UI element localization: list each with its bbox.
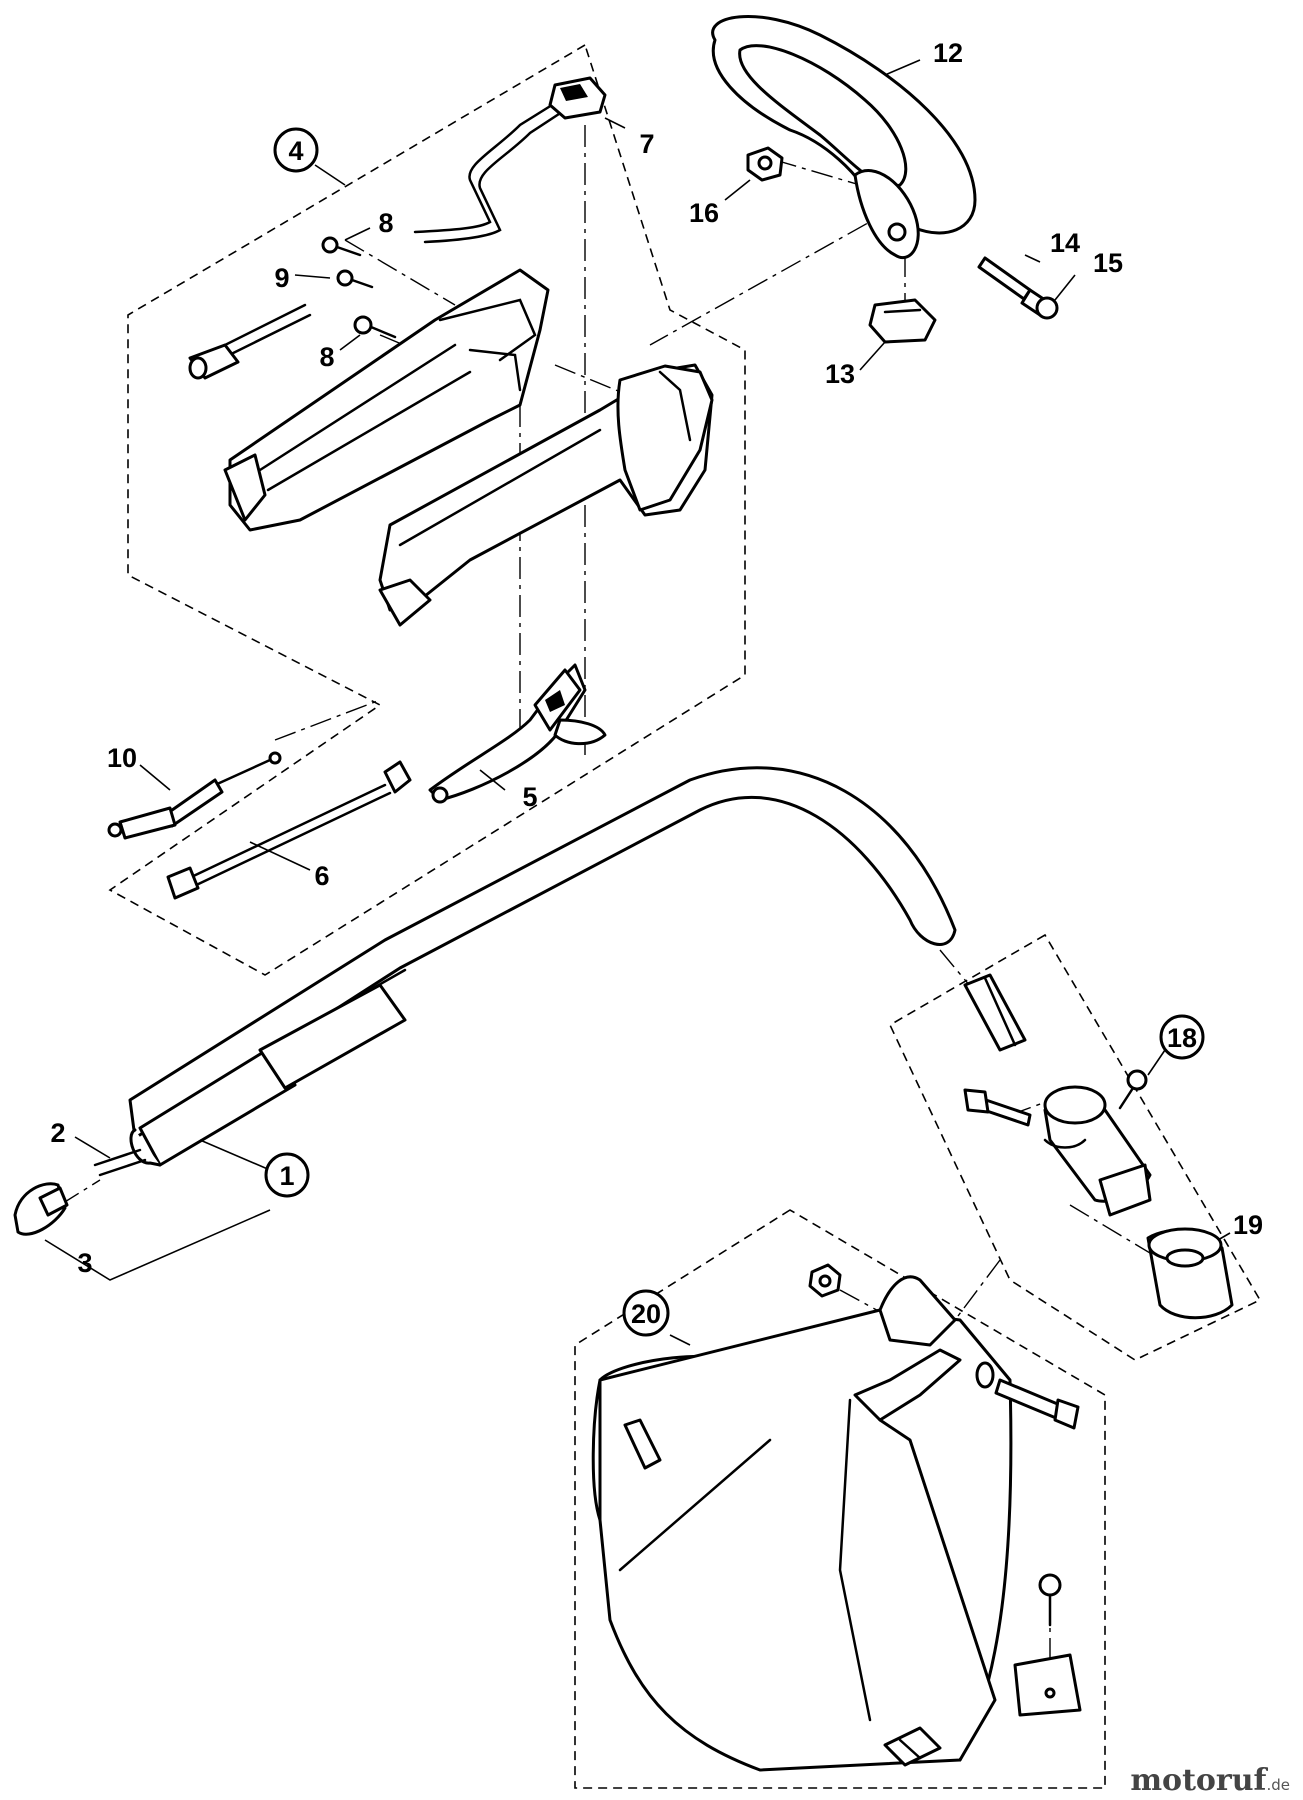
callout-circle-4 [273, 127, 319, 173]
callout-14: 14 [1050, 228, 1080, 258]
screw-8-lower [353, 315, 397, 339]
align-line-handle [774, 159, 861, 186]
shaft-cap [13, 1182, 69, 1236]
callout-18: 18 [1167, 1023, 1197, 1053]
handle-nut [746, 146, 784, 182]
callout-6: 6 [314, 861, 329, 891]
callout-13: 13 [825, 359, 855, 389]
leader-12 [884, 59, 921, 76]
leader-13 [859, 341, 886, 371]
leader-4 [314, 164, 346, 186]
guard-nut [808, 1263, 842, 1298]
leader-19 [1217, 1232, 1231, 1241]
drive-shaft [128, 766, 957, 1167]
callout-1: 1 [279, 1161, 294, 1191]
leader-16 [724, 179, 751, 201]
callout-19: 19 [1233, 1210, 1263, 1240]
shaft-coupler [963, 973, 1152, 1217]
coupler-bushing [1146, 1227, 1234, 1320]
watermark-suffix: .de [1266, 1776, 1290, 1794]
leader-8b [339, 334, 361, 351]
coupler-bolt [963, 1088, 1032, 1127]
switch-wire [413, 76, 607, 244]
guard-bolt [975, 1361, 1080, 1430]
watermark: motoruf.de [1130, 1763, 1290, 1798]
handle-bolt [977, 256, 1059, 320]
group-20-boundary [574, 1209, 1106, 1789]
guard-screw [1038, 1573, 1062, 1627]
watermark-brand: motoruf [1130, 1763, 1268, 1798]
leader-8a [344, 227, 371, 241]
leader-5 [479, 769, 506, 791]
align-line-shaft [939, 949, 991, 1011]
callout-7: 7 [639, 129, 654, 159]
handle-housing-right [378, 363, 714, 627]
coupler-screw [1118, 1069, 1148, 1110]
callout-8-upper: 8 [378, 208, 393, 238]
handle-clamp [868, 298, 937, 344]
leader-7 [604, 117, 626, 129]
throttle-cable [107, 751, 282, 840]
flex-cable-end [93, 1148, 147, 1177]
grass-guard [591, 1275, 1013, 1772]
callout-circle-1 [264, 1152, 310, 1198]
guard-label-plate [1013, 1653, 1082, 1717]
throttle-trigger [428, 663, 607, 804]
callout-5: 5 [522, 782, 537, 812]
leader-15 [1054, 274, 1076, 301]
leader-1 [199, 1139, 271, 1171]
group-18-boundary [888, 933, 1262, 1361]
align-line-12 [649, 204, 901, 346]
stop-switch-wire [166, 760, 412, 900]
leader-6 [249, 841, 311, 871]
callout-3: 3 [77, 1248, 92, 1278]
handle-housing-left [223, 268, 550, 532]
screw-9 [336, 269, 374, 289]
leader-9 [294, 274, 331, 279]
align-line-10 [274, 699, 381, 741]
screw-8-upper [321, 236, 362, 257]
group-4-boundary [108, 43, 746, 976]
callout-15: 15 [1093, 248, 1123, 278]
callout-12: 12 [933, 38, 963, 68]
leader-18 [1147, 1049, 1166, 1076]
loop-handle [711, 15, 977, 259]
callout-2: 2 [50, 1118, 65, 1148]
callout-4: 4 [288, 136, 303, 166]
align-line-screws [344, 239, 456, 306]
callout-circle-20 [622, 1289, 670, 1337]
leader-14 [1024, 254, 1041, 263]
callout-circle-18 [1159, 1014, 1205, 1060]
throttle-connector [188, 303, 312, 380]
callout-16: 16 [689, 198, 719, 228]
callout-9: 9 [274, 263, 289, 293]
leader-20 [669, 1334, 691, 1346]
callout-8-lower: 8 [319, 342, 334, 372]
callout-20: 20 [631, 1299, 661, 1329]
leader-10 [139, 764, 171, 791]
callout-10: 10 [107, 743, 137, 773]
leader-2 [74, 1136, 111, 1159]
leader-3 [44, 1209, 271, 1281]
